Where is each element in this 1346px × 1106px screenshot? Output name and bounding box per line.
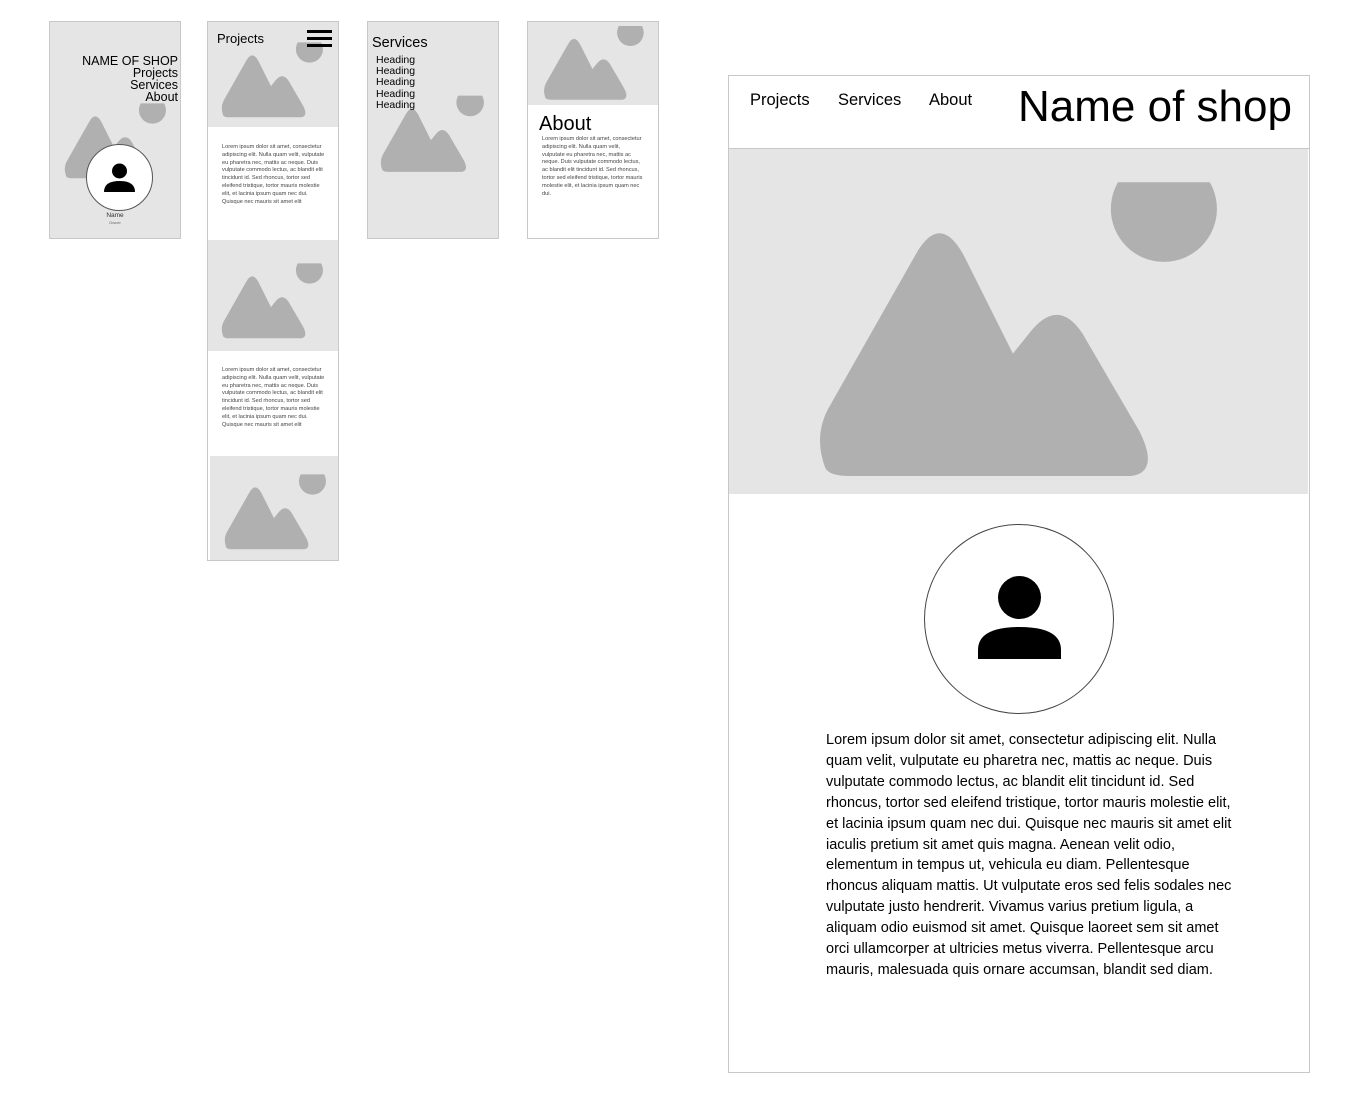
service-heading[interactable]: Heading (376, 76, 416, 89)
nav-link-services[interactable]: Services (838, 91, 902, 109)
image-placeholder-icon (223, 473, 327, 559)
shop-name: Name of shop (1018, 82, 1292, 131)
page-title: About (539, 113, 592, 135)
project-image-2 (208, 240, 338, 351)
desktop-header (729, 76, 1309, 149)
image-placeholder-icon (813, 182, 1221, 509)
nav-link-about[interactable]: About (929, 91, 973, 109)
image-placeholder-icon (220, 262, 324, 348)
mobile-projects-frame: Projects Lorem ipsum dolor sit amet, con… (207, 21, 339, 561)
shop-name: NAME OF SHOP (82, 54, 178, 68)
about-text: Lorem ipsum dolor sit amet, consectetur … (826, 732, 1232, 978)
project-image-3 (210, 456, 338, 560)
project-image-1 (208, 22, 338, 127)
nav-link-projects[interactable]: Projects (750, 91, 810, 109)
hamburger-icon[interactable] (307, 30, 332, 48)
page-title: Services (372, 35, 428, 51)
service-heading[interactable]: Heading (376, 98, 416, 111)
hero-image (729, 149, 1308, 494)
avatar (924, 524, 1114, 714)
about-description: Lorem ipsum dolor sit amet, consectetur … (542, 136, 643, 197)
nav-link-about[interactable]: About (145, 90, 178, 104)
mobile-home-frame: NAME OF SHOP Projects Services About Nam… (49, 21, 181, 239)
service-heading[interactable]: Heading (376, 65, 416, 78)
nav-link-services[interactable]: Services (130, 78, 178, 92)
mobile-services-frame: Services Heading Heading Heading Heading… (367, 21, 499, 239)
service-headings: Heading Heading Heading Heading Heading (376, 54, 416, 111)
nav-link-projects[interactable]: Projects (132, 66, 178, 80)
service-heading[interactable]: Heading (376, 54, 416, 66)
image-placeholder-icon (542, 26, 645, 108)
image-placeholder-icon (220, 42, 324, 126)
service-heading[interactable]: Heading (376, 87, 416, 100)
profile-role: Owner (109, 220, 121, 225)
project-description-2: Lorem ipsum dolor sit amet, consectetur … (222, 367, 325, 428)
user-icon (978, 576, 1061, 659)
about-image (528, 22, 658, 105)
page-title: Projects (217, 31, 264, 46)
profile-name: Name (106, 212, 124, 219)
project-description-1: Lorem ipsum dolor sit amet, consectetur … (222, 144, 325, 205)
user-icon (104, 163, 135, 192)
mobile-home-nav: NAME OF SHOP Projects Services About (82, 54, 178, 104)
avatar (86, 144, 153, 211)
mobile-about-frame: About Lorem ipsum dolor sit amet, consec… (527, 21, 659, 239)
